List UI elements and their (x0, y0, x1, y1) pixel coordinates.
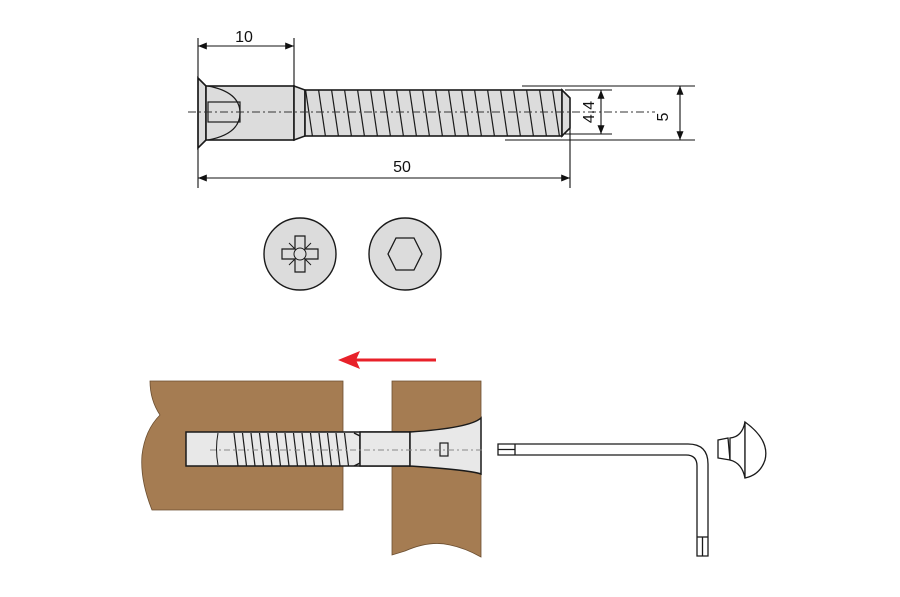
hex-socket-icon (387, 237, 423, 271)
thread-line (318, 433, 324, 466)
thread-line (343, 90, 353, 136)
dimension-lines (197, 38, 695, 188)
hex-socket-head-view (368, 217, 442, 291)
thread-line (408, 90, 418, 136)
thread-line (382, 90, 392, 136)
direction-arrow (338, 351, 436, 369)
thread-line (512, 90, 522, 136)
screw-side-view (197, 76, 571, 150)
wood-panel-right (391, 380, 482, 558)
thread-line (369, 90, 379, 136)
thread-line (421, 90, 431, 136)
thread-line (284, 433, 290, 466)
screw-threaded-core (304, 89, 563, 137)
thread-line (356, 90, 366, 136)
thread-line (434, 90, 444, 136)
thread-line (305, 90, 314, 136)
screw-installed (185, 416, 482, 476)
thread-lines (305, 90, 561, 136)
dim-head-length: 10 (235, 29, 253, 46)
dim-total-length: 50 (393, 159, 411, 176)
thread-line (473, 90, 483, 136)
thread-line (275, 433, 282, 466)
thread-line (486, 90, 496, 136)
thread-line (551, 90, 561, 136)
thread-line (460, 90, 470, 136)
thread-line (538, 90, 548, 136)
screw-tip (561, 88, 571, 138)
dim-core-diameter: 4.4 (581, 101, 598, 123)
thread-line (525, 90, 535, 136)
screw-shank (205, 85, 295, 141)
allen-key (497, 443, 709, 557)
screw-head (197, 76, 207, 150)
thread-line (317, 90, 327, 136)
thread-line (447, 90, 457, 136)
screw-taper (293, 84, 306, 142)
thread-line (241, 433, 248, 466)
thread-line (499, 90, 509, 136)
cover-cap (717, 420, 767, 479)
thread-line (233, 433, 239, 466)
phillips-pozi-head-view (263, 217, 337, 291)
thread-line (395, 90, 405, 136)
thread-line (330, 90, 340, 136)
thread-line (326, 433, 333, 466)
dim-thread-diameter: 5 (655, 112, 672, 121)
